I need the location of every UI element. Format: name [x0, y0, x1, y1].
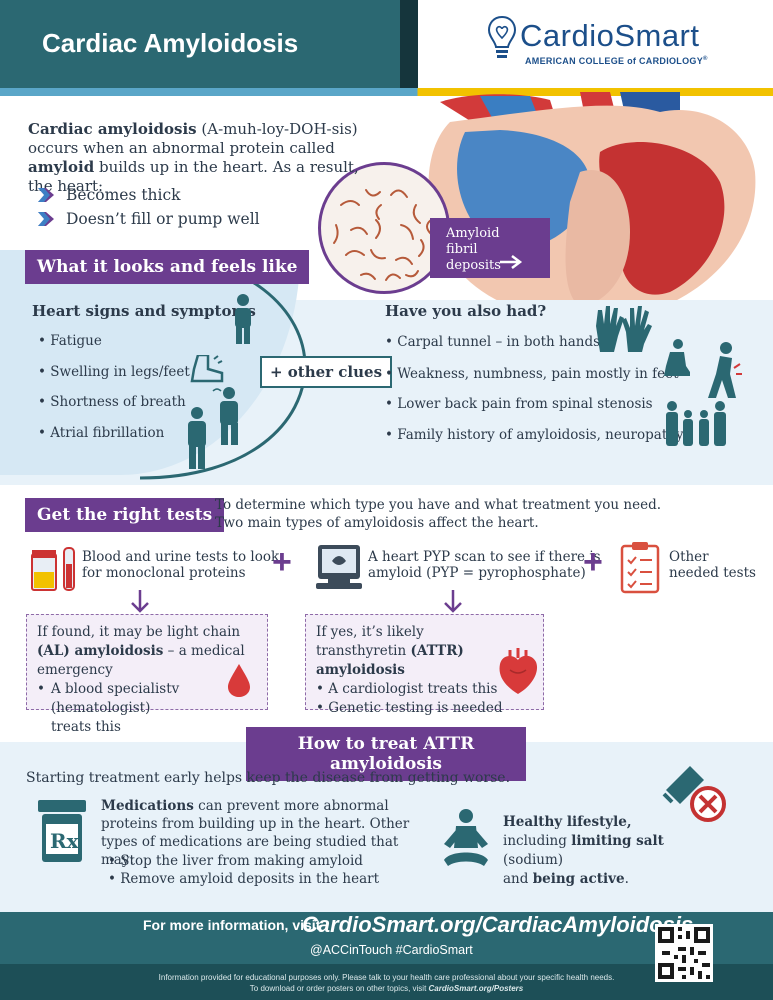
- medications-paragraph: Medications can prevent more abnormal pr…: [101, 798, 410, 868]
- intro-paragraph: Cardiac amyloidosis (A-muh-loy-DOH-sis) …: [28, 120, 359, 195]
- al-description: If found, it may be light chain (AL) amy…: [37, 624, 245, 678]
- short-breath-people-icon: [188, 387, 238, 469]
- arrow-bullet-icon: [38, 212, 54, 226]
- footer-bottom-band: [0, 964, 773, 1000]
- symptom-item: • Atrial fibrillation: [38, 425, 165, 441]
- fibril-deposits-label: Amyloid fibril deposits: [446, 226, 501, 273]
- clue-item: • Carpal tunnel – in both hands: [385, 334, 601, 350]
- tests-intro-line: Two main types of amyloidosis affect the…: [215, 515, 539, 531]
- medication-item: • Remove amyloid deposits in the heart: [108, 871, 380, 887]
- plus-icon: +: [583, 543, 603, 581]
- other-clues-label: + other clues: [260, 356, 393, 388]
- clue-item: • Weakness, numbness, pain mostly in fee…: [385, 366, 679, 382]
- family-icon: [666, 401, 726, 446]
- clipboard-checklist-icon: [620, 542, 660, 594]
- plus-icon: +: [272, 543, 292, 581]
- fatigued-person-icon: [235, 294, 251, 344]
- arrow-bullet-icon: [38, 188, 54, 202]
- fibril-texture: [333, 189, 432, 281]
- hands-icon: [596, 306, 652, 352]
- social-handles: @ACCinTouch #CardioSmart: [310, 943, 473, 957]
- attr-bullet: • A cardiologist treats this: [316, 681, 498, 697]
- also-had-heading: Have you also had?: [385, 302, 547, 320]
- lightbulb-heart-icon: [487, 15, 517, 58]
- pyp-scanner-icon: [316, 545, 362, 589]
- symptom-item: • Fatigue: [38, 333, 102, 349]
- lifestyle-paragraph: Healthy lifestyle, including limiting sa…: [503, 814, 664, 887]
- blood-drop-icon: [228, 664, 250, 697]
- intro-bullet: Becomes thick: [38, 186, 181, 204]
- section-treat-title: How to treat ATTR amyloidosis: [246, 727, 526, 781]
- qr-code[interactable]: [655, 924, 713, 982]
- prescription-bottle-icon: Rx: [38, 800, 86, 862]
- amyloid-fibril-magnifier: [318, 162, 450, 294]
- al-amyloidosis-box: If found, it may be light chain (AL) amy…: [26, 614, 268, 735]
- heart-organ-icon: [499, 648, 538, 694]
- header-accent: [400, 0, 418, 88]
- medication-item: • Stop the liver from making amyloid: [108, 853, 363, 869]
- attr-bullet: • Genetic testing is needed: [316, 700, 503, 716]
- symptom-item: • Shortness of breath: [38, 394, 186, 410]
- down-arrow-icon: [131, 590, 149, 613]
- posters-text: To download or order posters on other to…: [249, 984, 524, 993]
- section-looks-title: What it looks and feels like: [25, 250, 310, 284]
- more-info-link[interactable]: CardioSmart.org/CardiacAmyloidosis: [302, 912, 694, 937]
- tests-intro-line: To determine which type you have and wha…: [215, 497, 662, 513]
- heart-signs-heading: Heart signs and symptoms: [32, 302, 256, 320]
- blood-urine-tubes-icon: [31, 547, 75, 591]
- swollen-foot-icon: [190, 355, 224, 383]
- attr-description: If yes, it’s likely transthyretin (ATTR)…: [316, 624, 464, 678]
- clue-item: • Lower back pain from spinal stenosis: [385, 396, 653, 412]
- svg-text:Rx: Rx: [50, 829, 80, 853]
- back-pain-icon: [708, 342, 742, 398]
- logo-wordmark: CardioSmart: [520, 18, 700, 53]
- al-bullet: •A blood specialistv (hematologist) trea…: [37, 681, 180, 735]
- numb-feet-person-icon: [664, 339, 690, 376]
- header-band: [0, 0, 418, 88]
- meditation-icon: [444, 809, 488, 866]
- symptom-item: • Swelling in legs/feet: [38, 364, 190, 380]
- intro-bullet: Doesn’t fill or pump well: [38, 210, 260, 228]
- page-title: Cardiac Amyloidosis: [42, 28, 299, 58]
- logo-subtitle: AMERICAN COLLEGE of CARDIOLOGY®: [525, 56, 708, 66]
- more-info-label: For more information, visit: [143, 917, 321, 933]
- no-salt-icon: [662, 766, 726, 822]
- callout-tag: [430, 218, 550, 278]
- header-stripe: [0, 88, 773, 96]
- qr-code-image: [658, 927, 710, 979]
- treat-intro: Starting treatment early helps keep the …: [26, 770, 511, 786]
- down-arrow-icon: [444, 590, 462, 613]
- disclaimer-text: Information provided for educational pur…: [158, 973, 615, 982]
- clue-item: • Family history of amyloidosis, neuropa…: [385, 427, 684, 443]
- section-tests-title: Get the right tests: [25, 498, 225, 532]
